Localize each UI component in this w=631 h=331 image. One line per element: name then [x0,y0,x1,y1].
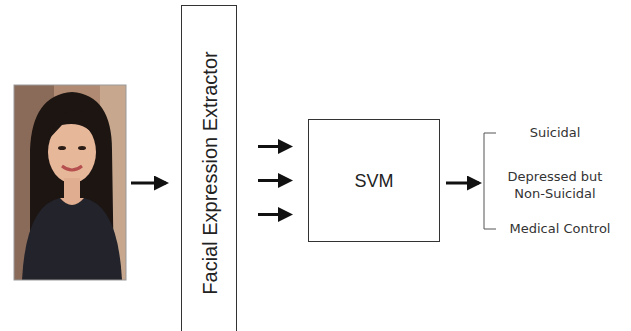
classifier-box: SVM [308,119,440,242]
class-label: Medical Control [495,221,625,238]
portrait-photo [14,85,126,280]
class-label: Suicidal [495,125,615,142]
vertical-title: Facial Expression Extractor [198,51,222,294]
input-arrow [131,182,166,185]
extractor-box: Facial Expression Extractor [181,5,237,331]
feature-arrow [258,145,290,148]
feature-arrow [258,179,290,182]
feature-arrow [258,213,290,216]
class-bracket [484,133,496,229]
box-title: SVM [354,171,393,193]
output-arrow [446,182,479,185]
class-label: Depressed but Non-Suicidal [498,169,612,203]
